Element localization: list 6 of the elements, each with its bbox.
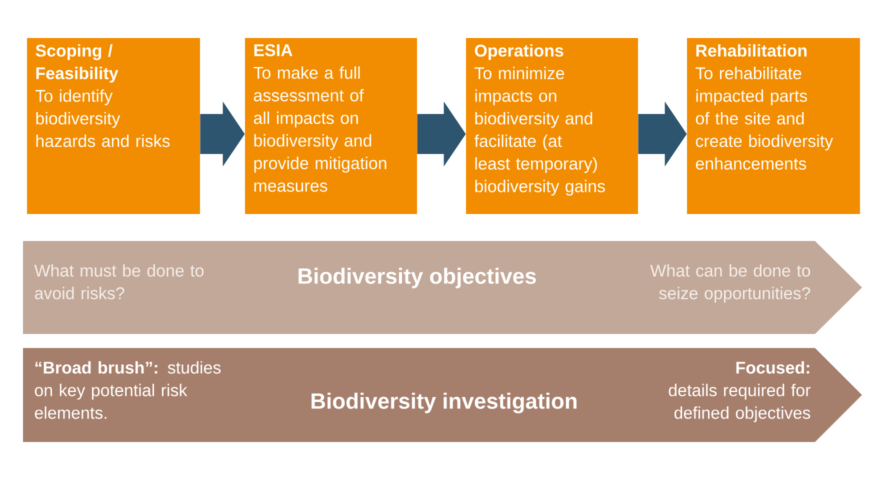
stage-box: Rehabilitation To rehabilitate impacted parts of the site and create biodiversity enhancements [687,38,860,214]
stage-box: Scoping / Feasibility To identify biodiversity hazards and risks [27,38,200,214]
banner: What must be done to avoid risks? Biodiversity objectives What can be done to seize opportunities? [23,241,862,334]
stage-box: Operations To minimize impacts on biodiversity and facilitate (at least temporary) biodiversity gains [466,38,638,214]
stage-box: ESIA To make a full assessment of all impacts on biodiversity and provide mitigation measures [245,38,417,214]
banner: “Broad brush”: studies on key potential risk elements. Biodiversity investigation Focused: details required for defined objectives [23,348,862,442]
